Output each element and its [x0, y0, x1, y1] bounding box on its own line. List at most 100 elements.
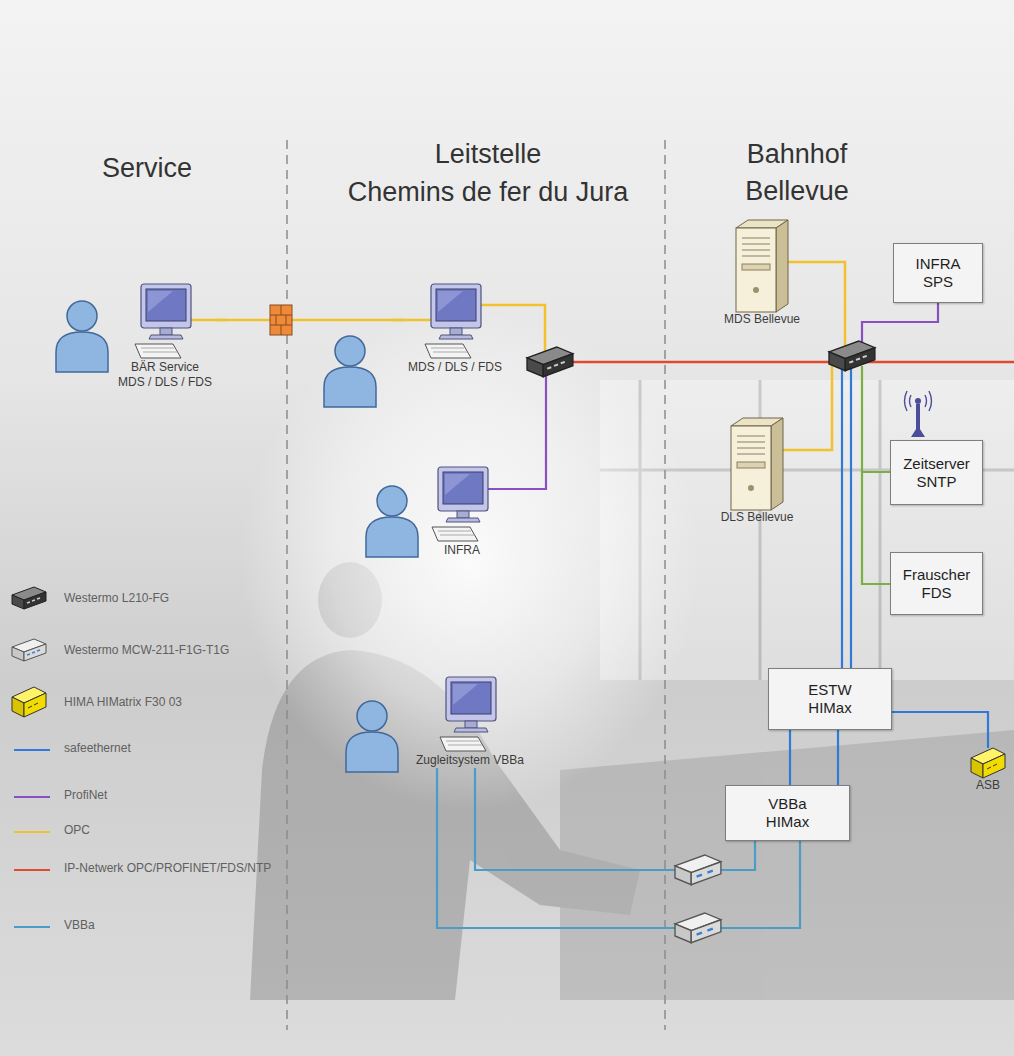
workstation-icon [465, 721, 477, 728]
legend-line-sample [12, 780, 52, 810]
workstation-icon [438, 531, 474, 535]
media-converter [675, 855, 721, 885]
workstation-icon [453, 684, 478, 705]
workstation-icon [133, 282, 197, 360]
node-label: ASB [976, 778, 1000, 793]
legend-sample [12, 910, 56, 940]
network-switch [547, 362, 565, 369]
legend-device-sample [28, 703, 38, 708]
server-icon [753, 287, 759, 293]
antenna-symbol [911, 426, 925, 437]
legend-device-sample [12, 595, 24, 609]
workstation-icon [443, 472, 483, 504]
node-label: MDS Bellevue [724, 312, 800, 327]
legend-item: ProfiNet [12, 780, 107, 810]
workstation-icon [431, 284, 481, 328]
network-switch [829, 352, 845, 371]
legend-sample [12, 853, 56, 883]
workstation-icon [446, 677, 496, 721]
opc-wire [786, 262, 845, 346]
legend-line-sample [12, 910, 52, 940]
workstation-icon [430, 465, 494, 543]
legend-device-sample [12, 697, 24, 717]
node-label: VBBa HIMax [764, 795, 811, 831]
network-switch [845, 348, 875, 371]
workstation-icon [436, 289, 476, 321]
legend-text: OPC [64, 823, 90, 837]
node-label: MDS / DLS / FDS [118, 375, 212, 390]
media-converter [697, 929, 713, 935]
controller-box: ESTW HIMax [768, 668, 892, 730]
legend-device-sample [24, 693, 46, 717]
safety-controller-icon [971, 748, 1005, 778]
node-label: MDS / DLS / FDS [408, 360, 502, 375]
legend-sample [12, 815, 56, 845]
column-heading: Leitstelle [435, 136, 542, 173]
workstation-icon [141, 348, 177, 352]
node-label: BÄR Service [131, 360, 199, 375]
workstation-icon [146, 289, 186, 321]
legend-line-sample [12, 853, 52, 883]
column-divider [287, 140, 665, 1030]
office-photo [560, 730, 1014, 1000]
controller-box: VBBa HIMax [725, 785, 850, 841]
workstation-icon [440, 737, 486, 751]
workstation-icon [451, 682, 491, 714]
legend-line-sample [14, 749, 50, 751]
server-icon [737, 462, 765, 468]
person-icon [366, 486, 418, 557]
legend-device-sample [12, 639, 46, 661]
workstation-icon [141, 284, 191, 328]
server: DLS Bellevue [717, 418, 798, 525]
connector [837, 730, 839, 785]
node-label: INFRA [444, 543, 480, 558]
legend-device-sample [24, 644, 46, 661]
network-switch [849, 356, 867, 363]
workstation-icon [425, 344, 471, 358]
legend-device-sample [24, 592, 46, 609]
workstation-icon [135, 344, 181, 358]
column-heading: Chemins de fer du Jura [348, 174, 629, 211]
safeethernet-wire [842, 366, 851, 669]
legend-device-sample [12, 587, 46, 609]
legend-item: HIMA HIMatrix F30 03 [12, 687, 182, 717]
workstation-icon [431, 348, 467, 352]
opc-wire [781, 366, 832, 450]
server-icon [737, 436, 765, 454]
legend-text: VBBa [64, 918, 95, 932]
opc-wire [479, 305, 545, 352]
antenna-symbol [915, 398, 921, 404]
legend-item: safeethernet [12, 733, 131, 763]
profinet-wire [862, 302, 938, 346]
media-converter [675, 866, 691, 885]
server-icon [736, 220, 788, 312]
workstation-icon [446, 518, 480, 522]
network-wire [185, 262, 1014, 669]
node-label: Zeitserver SNTP [902, 455, 972, 491]
legend-item: Westermo MCW-211-F1G-T1G [12, 635, 229, 665]
opc-wire [185, 319, 436, 322]
node-label: INFRA SPS [914, 255, 962, 291]
workstation: Zugleitsystem VBBa [412, 675, 528, 768]
profinet-wire [486, 372, 546, 489]
safety-controller-icon [971, 758, 983, 778]
person-icon [346, 701, 398, 772]
firewall-symbol [270, 305, 292, 335]
legend-text: Westermo MCW-211-F1G-T1G [64, 643, 229, 657]
network-switch [829, 341, 875, 371]
light-halo [240, 310, 700, 810]
server-icon [776, 220, 788, 312]
workstation-icon [439, 335, 473, 339]
legend-device-sample [27, 598, 40, 603]
server-icon [771, 418, 783, 510]
network-switch [527, 347, 573, 377]
server-icon [731, 418, 783, 510]
legend-text: IP-Netwerk OPC/PROFINET/FDS/NTP [64, 861, 271, 875]
server-icon [742, 238, 770, 256]
legend-sample [12, 687, 56, 717]
person-icon [324, 336, 376, 407]
workstation-icon [446, 741, 482, 745]
legend-text: Westermo L210-FG [64, 591, 169, 605]
connector [216, 319, 404, 322]
person-icon [56, 301, 418, 772]
